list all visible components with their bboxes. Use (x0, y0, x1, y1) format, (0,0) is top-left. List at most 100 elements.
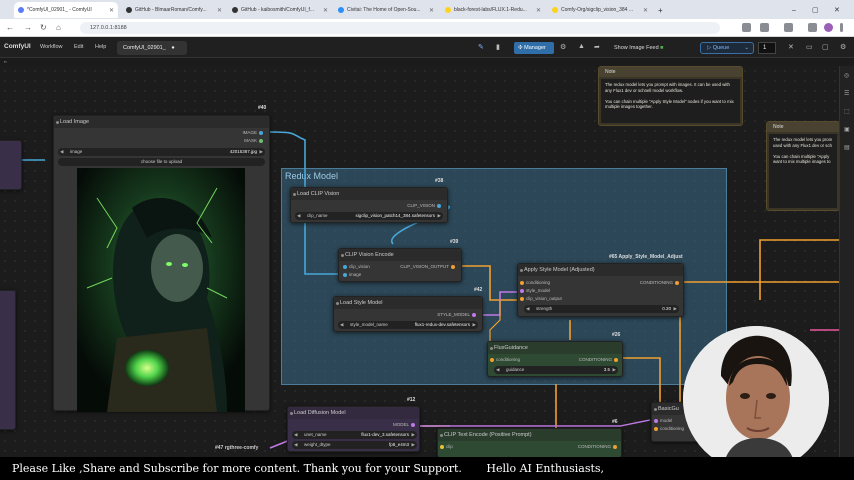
workflow-tab[interactable]: ComfyUI_02901_ ● (117, 41, 187, 55)
output-clip-vision-output[interactable]: CLIP_VISION_OUTPUT (400, 264, 457, 269)
reload-icon[interactable]: ↻ (40, 23, 47, 32)
output-conditioning[interactable]: CONDITIONING (640, 280, 681, 285)
cancel-icon[interactable]: ✕ (788, 44, 794, 51)
brush-icon[interactable]: ✎ (478, 44, 484, 51)
chevron-left-icon[interactable]: ◀ (340, 322, 344, 327)
close-icon[interactable]: ✕ (642, 7, 648, 14)
graph-icon[interactable]: ◎ (844, 73, 850, 79)
extension-icon[interactable] (742, 23, 751, 32)
output-image[interactable]: IMAGE (242, 130, 265, 135)
input-model[interactable]: model (652, 418, 672, 423)
offscreen-node[interactable] (0, 140, 22, 190)
browser-tab-comfyui[interactable]: *ComfyUI_02901_ - ComfyUI ✕ (14, 2, 118, 18)
workflows-icon[interactable]: ▤ (844, 145, 850, 151)
input-conditioning[interactable]: conditioning (488, 357, 520, 362)
model-library-icon[interactable]: ▣ (844, 127, 850, 133)
chevron-left-icon[interactable]: ◀ (294, 432, 298, 437)
maximize-icon[interactable]: ▢ (812, 7, 818, 14)
new-tab-button[interactable]: + (658, 5, 663, 15)
terminal-icon[interactable]: ▲ (578, 43, 585, 50)
profile-avatar[interactable] (824, 23, 833, 32)
queue-button[interactable]: ▷ Queue⌄ (700, 42, 754, 54)
note-text[interactable]: The redux model lets you prom used with … (769, 134, 837, 208)
node-load-diffusion-model[interactable]: Load Diffusion Model MODEL ◀ unet_name f… (287, 406, 420, 452)
close-icon[interactable]: ✕ (428, 7, 434, 14)
clear-queue-icon[interactable]: ▭ (806, 44, 813, 51)
input-conditioning[interactable]: conditioning (652, 426, 684, 431)
browser-tab-hf-2[interactable]: Comfy-Org/sigclip_vision_384 ... ✕ (548, 2, 652, 18)
node-library-icon[interactable]: ⬚ (844, 109, 850, 115)
unet-name-select[interactable]: ◀ unet_name flux1-dev_3.safetensors ▶ (292, 431, 417, 439)
input-style-model[interactable]: style_model (518, 288, 550, 293)
node-load-clip-vision[interactable]: Load CLIP Vision CLIP_VISION ◀ clip_name… (290, 187, 448, 223)
browser-tab-hf-1[interactable]: black-forest-labs/FLUX.1-Redu... ✕ (441, 2, 545, 18)
node-load-image[interactable]: Load Image IMAGE MASK ◀ image 42015387.j… (53, 115, 270, 412)
url-input[interactable]: 127.0.0.1:8188 (80, 22, 720, 34)
image-select[interactable]: ◀ image 42015387.jpg ▶ (58, 148, 265, 156)
node-clip-text-encode[interactable]: CLIP Text Encode (Positive Prompt) clip … (437, 428, 622, 458)
clip-name-select[interactable]: ◀ clip_name sigclip_vision_patch14_384.s… (295, 212, 443, 220)
offscreen-node[interactable] (0, 290, 16, 430)
output-clip-vision[interactable]: CLIP_VISION (407, 203, 443, 208)
show-image-feed-button[interactable]: Show Image Feed ■ (614, 45, 664, 51)
input-conditioning[interactable]: conditioning (518, 280, 550, 285)
output-conditioning[interactable]: CONDITIONING (578, 444, 619, 449)
note-node[interactable]: Note The redux model lets you prom used … (766, 121, 840, 211)
strength-slider[interactable]: ◀ strength 0.20 ▶ (524, 305, 679, 313)
output-mask[interactable]: MASK (244, 138, 265, 143)
close-icon[interactable]: ✕ (216, 7, 222, 14)
guidance-slider[interactable]: ◀ guidance 3.5 ▶ (494, 366, 618, 374)
menu-item-workflow[interactable]: Workflow (40, 44, 63, 50)
chevron-left-icon[interactable]: ◀ (496, 367, 500, 372)
settings-icon[interactable]: ⚙ (840, 44, 847, 51)
input-clip[interactable]: clip (438, 444, 453, 449)
input-image[interactable]: image (341, 272, 361, 277)
chevron-left-icon[interactable]: ◀ (60, 149, 64, 154)
input-clip-vision-output[interactable]: clip_vision_output (518, 296, 562, 301)
note-text[interactable]: The redux model lets you prompt with ima… (601, 79, 740, 123)
output-conditioning[interactable]: CONDITIONING (579, 357, 620, 362)
node-apply-style-model[interactable]: Apply Style Model (Adjusted) conditionin… (517, 263, 684, 317)
forward-icon[interactable]: → (24, 23, 32, 32)
share-icon[interactable]: ➦ (594, 44, 600, 51)
weight-dtype-select[interactable]: ◀ weight_dtype fp8_e4m3 ▶ (292, 441, 417, 449)
node-flux-guidance[interactable]: FluxGuidance conditioning CONDITIONING ◀… (487, 341, 623, 377)
chevron-right-icon[interactable]: ▶ (612, 367, 616, 372)
node-load-style-model[interactable]: Load Style Model STYLE_MODEL ◀ style_mod… (333, 296, 483, 332)
browser-tab-civitai[interactable]: Civitai: The Home of Open-Sou... ✕ (334, 2, 438, 18)
node-clip-vision-encode[interactable]: CLIP Vision Encode clip_vision image CLI… (338, 248, 462, 282)
extension-icon[interactable] (760, 23, 769, 32)
output-model[interactable]: MODEL (393, 422, 417, 427)
chevron-right-icon[interactable]: ▶ (259, 149, 263, 154)
back-icon[interactable]: ← (6, 23, 14, 32)
chevron-left-icon[interactable]: ◀ (297, 213, 301, 218)
input-clip-vision[interactable]: clip_vision (341, 264, 370, 269)
browser-tab-github-2[interactable]: GitHub - kaibosmith/ComfyUI_f... ✕ (228, 2, 332, 18)
close-icon[interactable]: ✕ (108, 7, 114, 14)
chevron-right-icon[interactable]: ▶ (472, 322, 476, 327)
manager-button[interactable]: ✣ Manager (514, 42, 554, 54)
chevron-right-icon[interactable]: ▶ (437, 213, 441, 218)
bookmark-icon[interactable]: ▮ (496, 44, 500, 51)
menu-item-help[interactable]: Help (95, 44, 107, 50)
chevron-left-icon[interactable]: ◀ (526, 306, 530, 311)
minimize-icon[interactable]: – (792, 6, 796, 14)
history-icon[interactable] (784, 23, 793, 32)
chevron-right-icon[interactable]: ▶ (411, 432, 415, 437)
menu-item-edit[interactable]: Edit (74, 44, 84, 50)
download-icon[interactable] (808, 23, 817, 32)
window-close-icon[interactable]: ✕ (834, 7, 840, 14)
home-icon[interactable]: ⌂ (56, 23, 61, 32)
menu-icon[interactable] (840, 23, 843, 32)
chevron-right-icon[interactable]: ▶ (411, 442, 415, 447)
style-model-select[interactable]: ◀ style_model_name flux1-redux-dev.safet… (338, 321, 478, 329)
panel-toggle-icon[interactable]: ▢ (822, 44, 829, 51)
note-node[interactable]: Note The redux model lets you prompt wit… (598, 66, 743, 126)
queue-count-input[interactable]: 1 (758, 42, 776, 54)
upload-button[interactable]: choose file to upload (58, 158, 265, 166)
output-style-model[interactable]: STYLE_MODEL (437, 312, 478, 317)
chevron-left-icon[interactable]: ◀ (294, 442, 298, 447)
close-icon[interactable]: ✕ (322, 7, 328, 14)
model-icon[interactable]: ⚙ (560, 44, 567, 51)
close-icon[interactable]: ✕ (535, 7, 541, 14)
